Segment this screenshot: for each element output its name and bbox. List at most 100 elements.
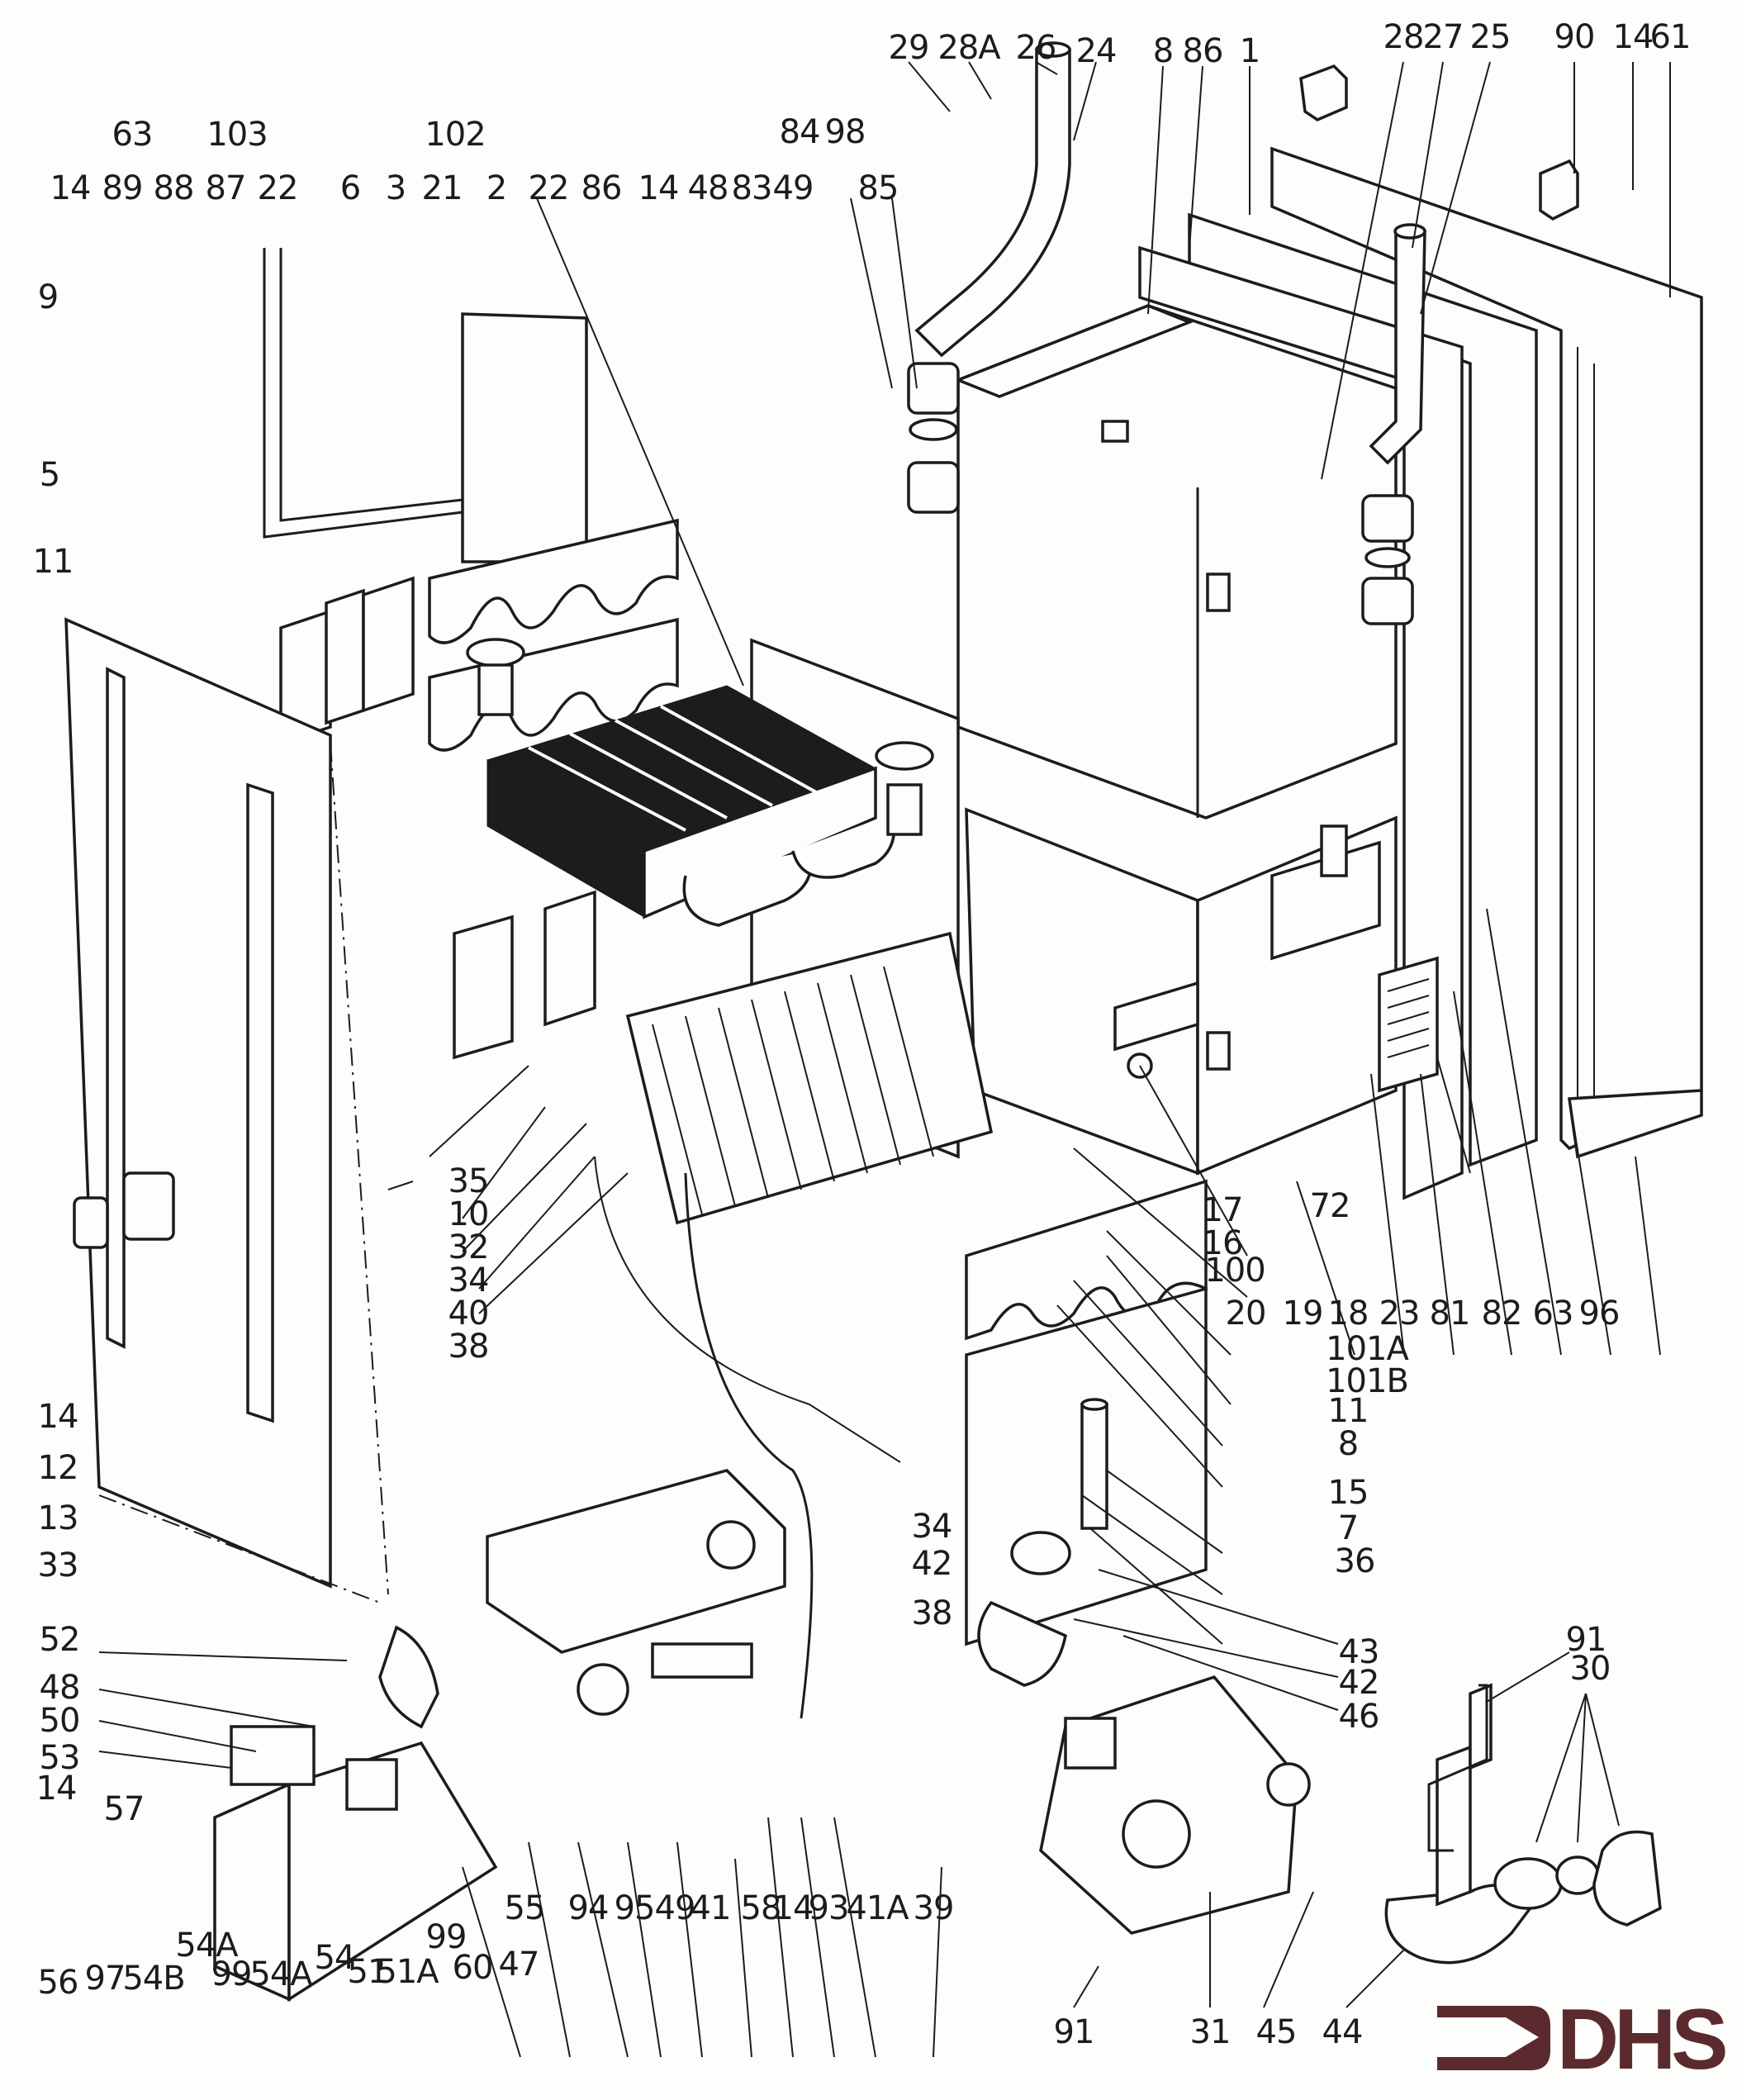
part-label: 17 <box>1202 1191 1244 1229</box>
overheat-thermostat <box>1113 824 1381 1079</box>
gas-valve <box>1039 1675 1311 1935</box>
part-label: 33 <box>37 1546 79 1585</box>
dhs-logo: DHS <box>1437 1999 1730 2075</box>
part-label: 60 <box>452 1949 494 1987</box>
pilot-assembly <box>486 1156 901 1719</box>
combustion-chamber <box>954 304 1398 1176</box>
part-label: 89 <box>102 169 144 207</box>
part-label: 28A <box>937 29 1000 67</box>
part-label: 8 <box>1337 1425 1359 1463</box>
part-label: 97 <box>84 1960 126 1998</box>
part-label: 14 <box>36 1770 78 1808</box>
part-label: 5 <box>39 456 60 494</box>
part-label: 9 <box>37 278 59 316</box>
flow-pipe-left <box>907 41 1071 514</box>
part-label: 1 <box>1239 32 1260 70</box>
part-label: 58 <box>740 1889 782 1927</box>
part-label: 87 <box>205 169 247 207</box>
part-label: 46 <box>1338 1698 1380 1736</box>
part-label: 15 <box>1327 1474 1369 1512</box>
part-label: 29 <box>888 29 930 67</box>
part-label: 99 <box>425 1918 467 1956</box>
part-label: 102 <box>425 116 486 154</box>
part-label: 3 <box>385 169 406 207</box>
part-label: 54 <box>314 1939 356 1977</box>
part-label: 91 <box>1565 1621 1607 1659</box>
front-casing-panel <box>64 617 389 1604</box>
wall-bracket <box>1427 1684 1488 1852</box>
part-label: 16 <box>1202 1224 1244 1262</box>
part-label: 27 <box>1422 18 1464 56</box>
part-label: 38 <box>911 1594 953 1632</box>
part-label: 90 <box>1554 18 1596 56</box>
part-label: 88 <box>153 169 195 207</box>
part-label: 26 <box>1015 29 1057 67</box>
rear-casing-panel <box>1138 146 1703 1200</box>
part-label: 14 <box>1612 18 1654 56</box>
part-label: 6 <box>339 169 361 207</box>
part-label: 55 <box>504 1889 546 1927</box>
part-label: 24 <box>1075 32 1118 70</box>
part-label: 63 <box>1532 1295 1574 1333</box>
part-label: 7 <box>1337 1509 1359 1547</box>
part-label: 91 <box>1053 2013 1095 2051</box>
part-label: 21 <box>421 169 463 207</box>
part-label: 96 <box>1578 1295 1621 1333</box>
part-label: 83 <box>731 169 773 207</box>
part-label: 49 <box>772 169 814 207</box>
part-label: 38 <box>448 1328 490 1366</box>
insulation-blocks <box>279 576 596 1060</box>
part-label: 10 <box>448 1195 490 1233</box>
part-label: 95 <box>614 1889 656 1927</box>
part-label: 14 <box>37 1398 79 1436</box>
part-label: 14 <box>50 169 92 207</box>
part-label: 2 <box>486 169 507 207</box>
leader-lines <box>98 61 1671 2058</box>
part-label: 51 <box>347 1953 389 1991</box>
part-label: 101B <box>1326 1362 1409 1400</box>
part-label: 14 <box>772 1889 814 1927</box>
part-label: 57 <box>103 1790 145 1828</box>
insulation-baffle-top <box>428 518 679 752</box>
part-label: 25 <box>1469 18 1512 56</box>
part-label: 86 <box>1182 32 1224 70</box>
part-label: 22 <box>257 169 299 207</box>
part-label: 19 <box>1282 1295 1324 1333</box>
part-label: 41 <box>690 1889 732 1927</box>
part-label: 23 <box>1379 1295 1421 1333</box>
part-label: 51A <box>376 1953 439 1991</box>
part-label: 94 <box>567 1889 610 1927</box>
control-box <box>213 1625 498 2003</box>
part-label: 86 <box>581 169 623 207</box>
part-label: 63 <box>112 116 154 154</box>
part-label: 99 <box>211 1955 253 1993</box>
heat-exchanger <box>466 638 934 927</box>
part-label: 48 <box>39 1669 81 1707</box>
part-label: 22 <box>528 169 570 207</box>
part-label: 42 <box>911 1545 953 1583</box>
part-label: 39 <box>913 1889 955 1927</box>
part-label: 47 <box>498 1946 540 1984</box>
part-label: 41A <box>846 1889 909 1927</box>
part-label: 11 <box>32 543 74 581</box>
part-label: 85 <box>857 169 899 207</box>
part-label: 36 <box>1334 1542 1376 1580</box>
part-label: 61 <box>1649 18 1692 56</box>
arrow-logo-icon <box>1437 2006 1550 2070</box>
top-frame <box>263 248 463 539</box>
part-label: 42 <box>1338 1664 1380 1702</box>
part-label: 48 <box>687 169 729 207</box>
part-label: 44 <box>1322 2013 1364 2051</box>
part-label: 100 <box>1204 1252 1265 1290</box>
part-label: 35 <box>448 1162 490 1200</box>
burner-assembly <box>625 931 994 1225</box>
part-label: 28 <box>1383 18 1425 56</box>
part-label: 11 <box>1327 1392 1369 1430</box>
part-label: 31 <box>1189 2013 1232 2051</box>
part-label: 49 <box>654 1889 696 1927</box>
part-label: 32 <box>448 1228 490 1266</box>
part-label: 81 <box>1429 1295 1471 1333</box>
part-label: 82 <box>1481 1295 1523 1333</box>
part-label: 12 <box>37 1449 79 1487</box>
